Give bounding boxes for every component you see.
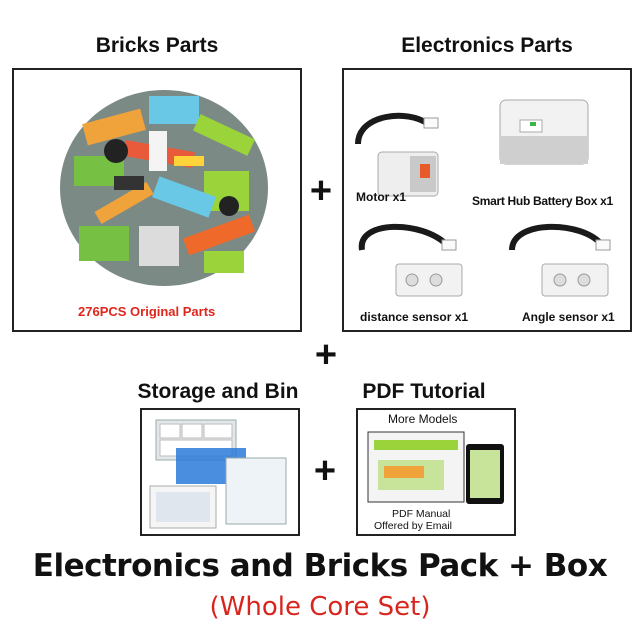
- pdf-tutorial-image: [367, 431, 504, 504]
- angle-sensor-image: [509, 223, 611, 297]
- smart-hub-image: [499, 99, 589, 165]
- footer-subtitle: (Whole Core Set): [209, 592, 431, 622]
- angle-sensor-label: Angle sensor x1: [522, 310, 615, 324]
- motor-label: Motor x1: [356, 190, 407, 204]
- bricks-caption: 276PCS Original Parts: [78, 304, 216, 319]
- distance-sensor-image: [358, 223, 463, 297]
- plus-sign-middle: +: [314, 334, 338, 376]
- bricks-pile-image: [60, 90, 268, 286]
- storage-panel: [140, 408, 300, 536]
- plus-sign-top: +: [309, 170, 333, 212]
- pdf-tutorial-panel: More Models PDF Manual Offered by Email: [356, 408, 516, 536]
- pdf-tutorial-heading: PDF Tutorial: [362, 380, 486, 403]
- pdf-manual-label: PDF Manual: [392, 508, 451, 520]
- storage-heading: Storage and Bin: [137, 380, 299, 403]
- electronics-parts-heading: Electronics Parts: [401, 34, 573, 57]
- electronics-parts-panel: Motor x1 Smart Hub Battery Box x1 distan…: [342, 68, 632, 332]
- bricks-parts-panel: 276PCS Original Parts: [12, 68, 302, 332]
- offered-by-email-label: Offered by Email: [374, 520, 453, 532]
- storage-bin-image: [149, 419, 287, 529]
- plus-sign-bottom: +: [313, 450, 337, 492]
- bricks-parts-heading: Bricks Parts: [95, 34, 219, 57]
- smart-hub-label: Smart Hub Battery Box x1: [472, 194, 613, 208]
- motor-image: [355, 112, 439, 197]
- more-models-label: More Models: [388, 412, 458, 426]
- footer-title: Electronics and Bricks Pack + Box: [32, 548, 608, 584]
- distance-sensor-label: distance sensor x1: [360, 310, 469, 324]
